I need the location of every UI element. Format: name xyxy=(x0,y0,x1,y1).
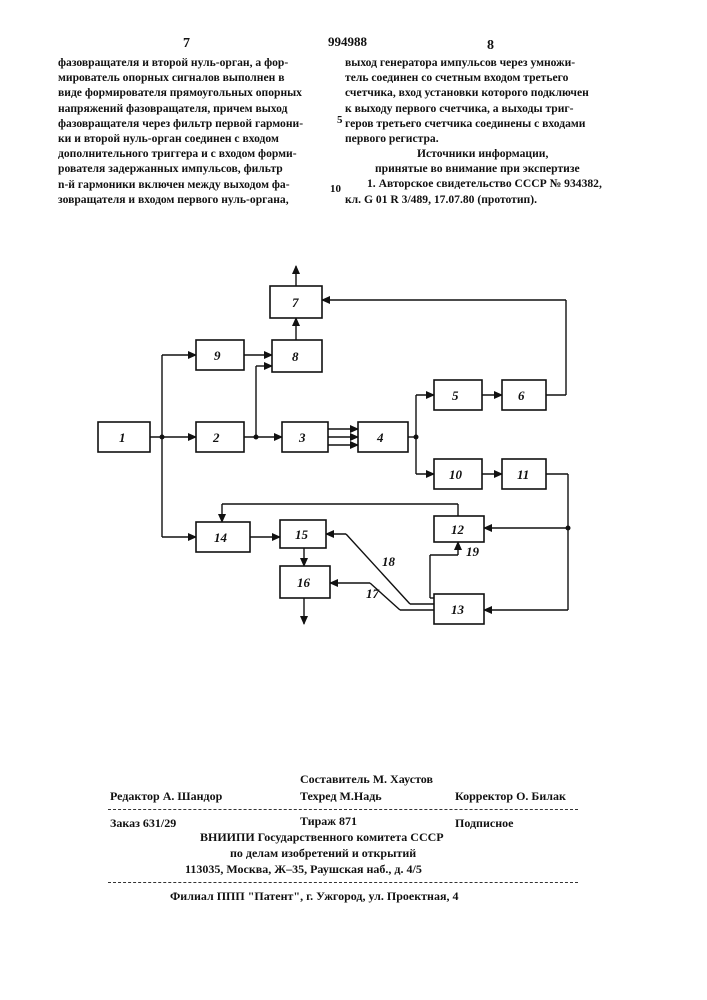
block-2: 2 xyxy=(196,422,244,452)
svg-text:13: 13 xyxy=(451,602,465,617)
organization-address: 113035, Москва, Ж–35, Раушская наб., д. … xyxy=(185,862,422,877)
block-10: 10 xyxy=(434,459,482,489)
svg-text:9: 9 xyxy=(214,348,221,363)
block-3: 3 xyxy=(282,422,328,452)
block-8: 8 xyxy=(272,340,322,372)
svg-text:12: 12 xyxy=(451,522,465,537)
svg-text:16: 16 xyxy=(297,575,311,590)
subscription: Подписное xyxy=(455,816,513,831)
block-6: 6 xyxy=(502,380,546,410)
svg-text:15: 15 xyxy=(295,527,309,542)
svg-text:14: 14 xyxy=(214,530,228,545)
svg-text:6: 6 xyxy=(518,388,525,403)
svg-text:2: 2 xyxy=(212,430,220,445)
block-7: 7 xyxy=(270,286,322,318)
corrector: Корректор О. Билак xyxy=(455,789,566,804)
svg-text:11: 11 xyxy=(517,467,529,482)
svg-text:1: 1 xyxy=(119,430,126,445)
divider-line xyxy=(108,882,578,883)
line-label-17: 17 xyxy=(366,586,380,601)
block-15: 15 xyxy=(280,520,326,548)
organization: по делам изобретений и открытий xyxy=(230,846,416,861)
block-1: 1 xyxy=(98,422,150,452)
branch-address: Филиал ППП "Патент", г. Ужгород, ул. Про… xyxy=(170,889,458,904)
svg-text:3: 3 xyxy=(298,430,306,445)
compiler: Составитель М. Хаустов xyxy=(300,772,433,787)
svg-text:10: 10 xyxy=(449,467,463,482)
svg-text:7: 7 xyxy=(292,295,299,310)
block-13: 13 xyxy=(434,594,484,624)
divider-line xyxy=(108,809,578,810)
svg-text:8: 8 xyxy=(292,349,299,364)
block-4: 4 xyxy=(358,422,408,452)
block-5: 5 xyxy=(434,380,482,410)
line-label-19: 19 xyxy=(466,544,480,559)
block-diagram: 1 2 3 4 5 6 7 8 9 10 11 12 13 14 15 16 1… xyxy=(0,0,707,640)
svg-text:4: 4 xyxy=(376,430,384,445)
line-label-18: 18 xyxy=(382,554,396,569)
editor: Редактор А. Шандор xyxy=(110,789,222,804)
block-16: 16 xyxy=(280,566,330,598)
block-9: 9 xyxy=(196,340,244,370)
organization: ВНИИПИ Государственного комитета СССР xyxy=(200,830,444,845)
block-14: 14 xyxy=(196,522,250,552)
svg-text:5: 5 xyxy=(452,388,459,403)
order: Заказ 631/29 xyxy=(110,816,176,831)
circulation: Тираж 871 xyxy=(300,814,357,829)
block-11: 11 xyxy=(502,459,546,489)
block-12: 12 xyxy=(434,516,484,542)
techred: Техред М.Надь xyxy=(300,789,382,804)
